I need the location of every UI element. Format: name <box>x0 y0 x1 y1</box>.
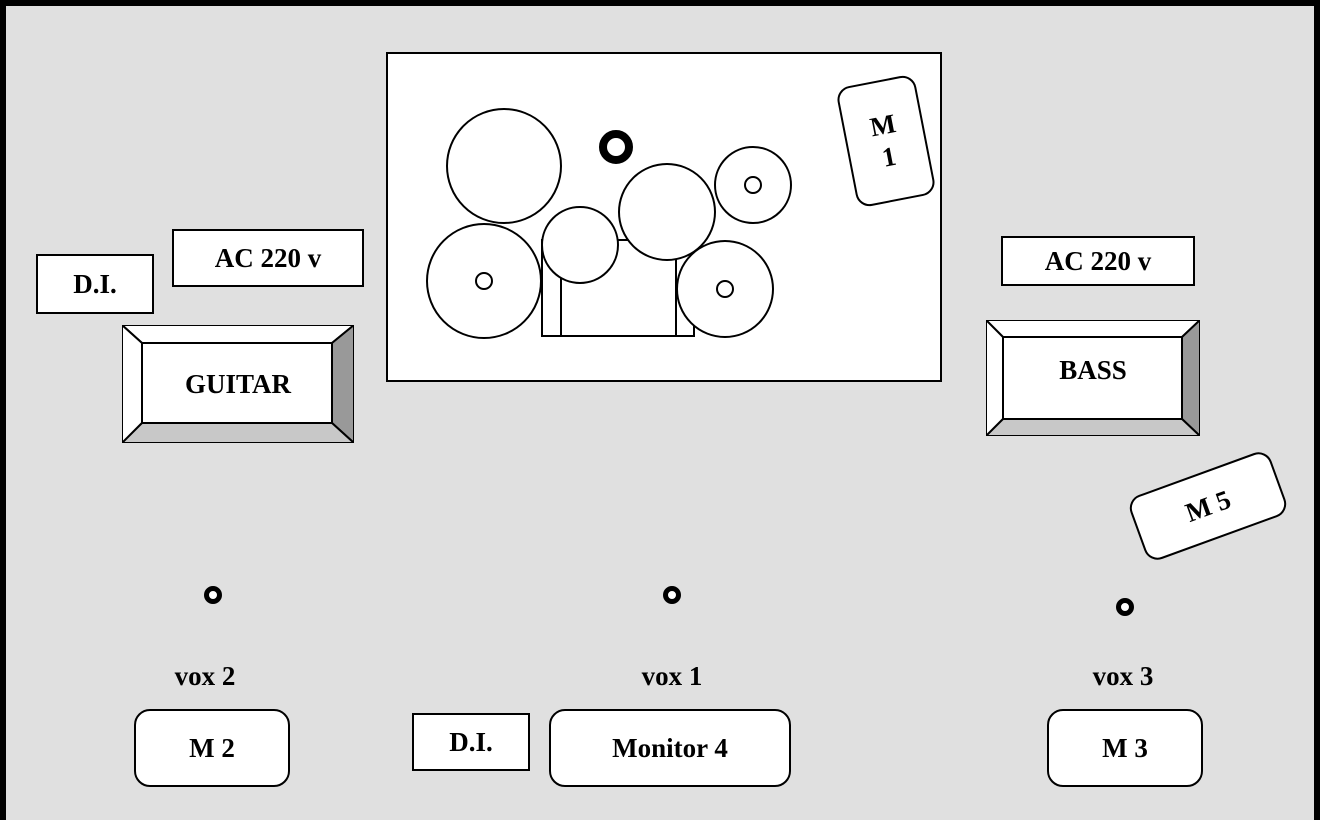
tom-2-center <box>744 176 762 194</box>
monitor-m5-label: M 5 <box>1181 484 1235 528</box>
floor-tom-center <box>716 280 734 298</box>
guitar-amp-label: GUITAR <box>184 368 291 399</box>
monitor-m1-label: M 1 <box>867 108 899 173</box>
monitor-m3: M 3 <box>1047 709 1203 787</box>
snare-drum <box>541 206 619 284</box>
right-power-box: AC 220 v <box>1001 236 1195 286</box>
left-di-box: D.I. <box>36 254 154 314</box>
vox-2-label: vox 2 <box>174 660 236 691</box>
drum-mic-icon <box>599 130 633 164</box>
monitor-4: Monitor 4 <box>549 709 791 787</box>
hi-hat-center <box>475 272 493 290</box>
guitar-amp: GUITAR <box>122 325 354 443</box>
left-di-label: D.I. <box>73 268 117 299</box>
crash-cymbal <box>446 108 562 224</box>
monitor-4-label: Monitor 4 <box>612 732 728 763</box>
left-power-box: AC 220 v <box>172 229 364 287</box>
monitor-m3-label: M 3 <box>1102 732 1148 763</box>
vox-2-mic-icon <box>204 586 222 604</box>
bass-amp-shape <box>986 320 1200 436</box>
bass-amp-label: BASS <box>1059 354 1127 385</box>
vox-3-label: vox 3 <box>1092 660 1154 691</box>
right-power-label: AC 220 v <box>1044 245 1152 276</box>
monitor-m2: M 2 <box>134 709 290 787</box>
vox-1-mic-icon <box>663 586 681 604</box>
left-power-label: AC 220 v <box>214 242 322 273</box>
vox-3-mic-icon <box>1116 598 1134 616</box>
bass-amp: BASS <box>986 320 1200 436</box>
guitar-amp-shape <box>122 325 354 443</box>
front-di-label: D.I. <box>449 726 493 757</box>
front-di-box: D.I. <box>412 713 530 771</box>
vox-1-label: vox 1 <box>641 660 703 691</box>
rack-tom <box>618 163 716 261</box>
monitor-m2-label: M 2 <box>189 732 235 763</box>
